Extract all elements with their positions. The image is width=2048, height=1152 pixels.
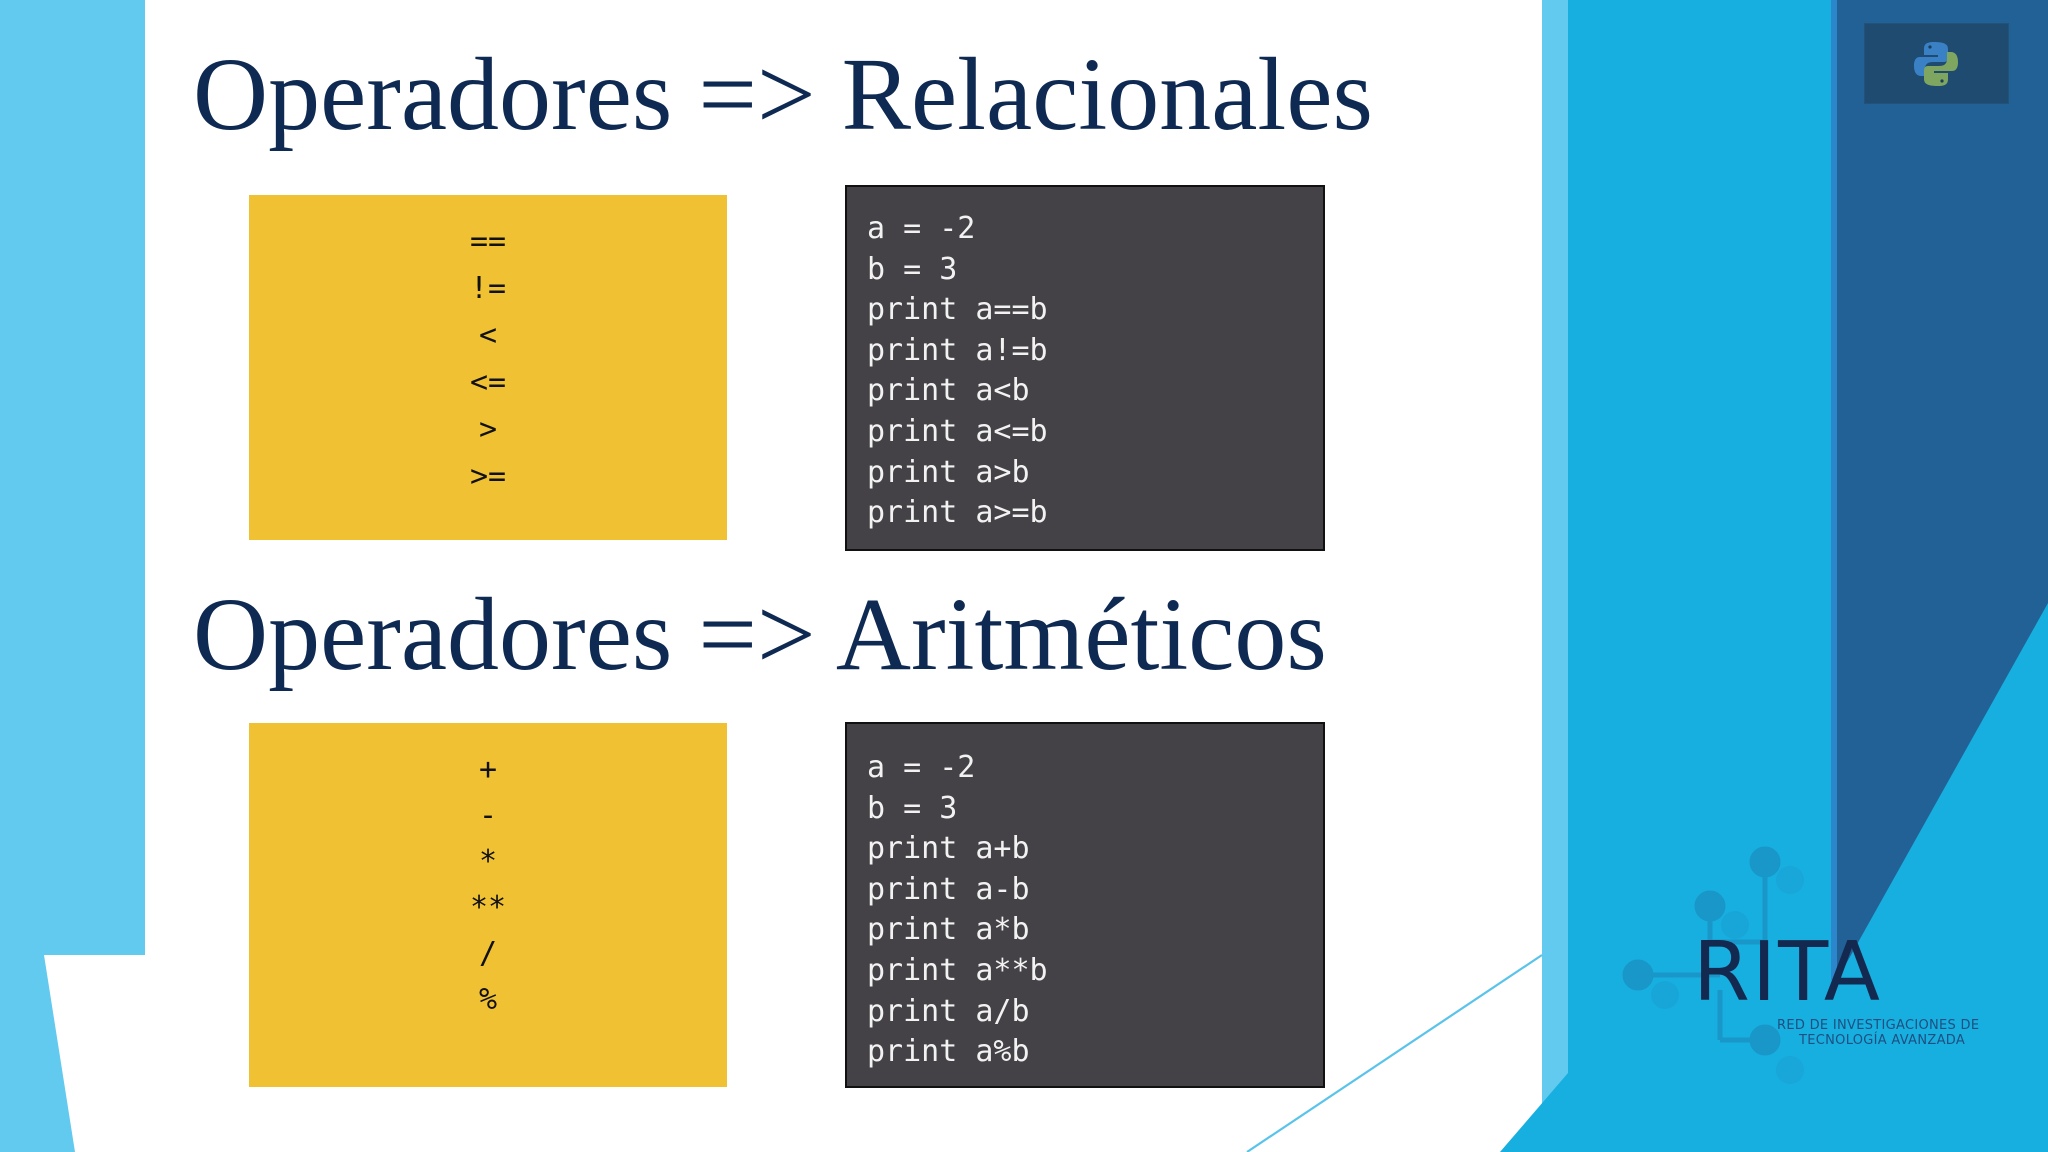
org-subtitle-line2: TECNOLOGÍA AVANZADA [1799, 1033, 1966, 1048]
mid-blue-stripe [1831, 0, 1838, 980]
relational-code-lines: a = -2 b = 3 print a==b print a!=b print… [867, 209, 1048, 534]
python-logo-icon [1914, 42, 1958, 86]
operator-item: != [469, 271, 507, 306]
operator-item: + [478, 752, 498, 787]
code-line: print a*b [867, 912, 1030, 948]
right-light-strip [1542, 0, 1568, 1152]
code-line: print a!=b [867, 332, 1048, 368]
code-line: print a**b [867, 952, 1048, 988]
code-line: a = -2 [867, 211, 976, 246]
code-line: print a<=b [867, 413, 1048, 449]
code-line: print a+b [867, 831, 1030, 867]
arithmetic-operators-box: + - * ** / % [249, 723, 727, 1087]
left-accent-strip [0, 0, 145, 1152]
code-line: b = 3 [867, 790, 958, 826]
bottom-bright-wedge [1500, 1073, 1568, 1152]
operator-item: ** [469, 890, 507, 925]
operator-item: > [478, 412, 498, 447]
org-subtitle-line1: RED DE INVESTIGACIONES DE [1777, 1018, 1980, 1033]
operator-item: <= [469, 365, 507, 400]
operator-item: - [478, 798, 498, 833]
python-logo-thumbnail [1864, 23, 2009, 104]
arithmetic-code-lines: a = -2 b = 3 print a+b print a-b print a… [867, 748, 1048, 1073]
operator-item: == [469, 224, 507, 259]
arithmetic-code-box: a = -2 b = 3 print a+b print a-b print a… [845, 722, 1325, 1088]
code-line: a = -2 [867, 750, 976, 785]
code-line: print a==b [867, 292, 1048, 328]
relational-operators-list: == != < <= > >= [249, 218, 727, 500]
dark-blue-column [1837, 0, 2048, 980]
arithmetic-operators-list: + - * ** / % [249, 747, 727, 1023]
diagonal-accent-line [1246, 954, 1543, 1152]
section-title-aritmeticos: Operadores => Aritméticos [193, 577, 1327, 692]
relational-operators-box: == != < <= > >= [249, 195, 727, 540]
relational-code-box: a = -2 b = 3 print a==b print a!=b print… [845, 185, 1325, 551]
operator-item: / [478, 936, 498, 971]
circuit-decoration-icon [1622, 846, 1781, 1056]
operator-item: % [478, 982, 498, 1017]
operator-item: * [478, 844, 498, 879]
org-logo-text: RITA [1693, 925, 1882, 1020]
code-line: print a>b [867, 454, 1030, 490]
code-line: print a>=b [867, 495, 1048, 531]
section-title-relacionales: Operadores => Relacionales [193, 37, 1373, 152]
code-line: b = 3 [867, 251, 958, 287]
operator-item: >= [469, 459, 507, 494]
code-line: print a%b [867, 1034, 1030, 1070]
code-line: print a-b [867, 871, 1030, 907]
operator-item: < [478, 318, 498, 353]
code-line: print a<b [867, 373, 1030, 409]
code-line: print a/b [867, 993, 1030, 1029]
